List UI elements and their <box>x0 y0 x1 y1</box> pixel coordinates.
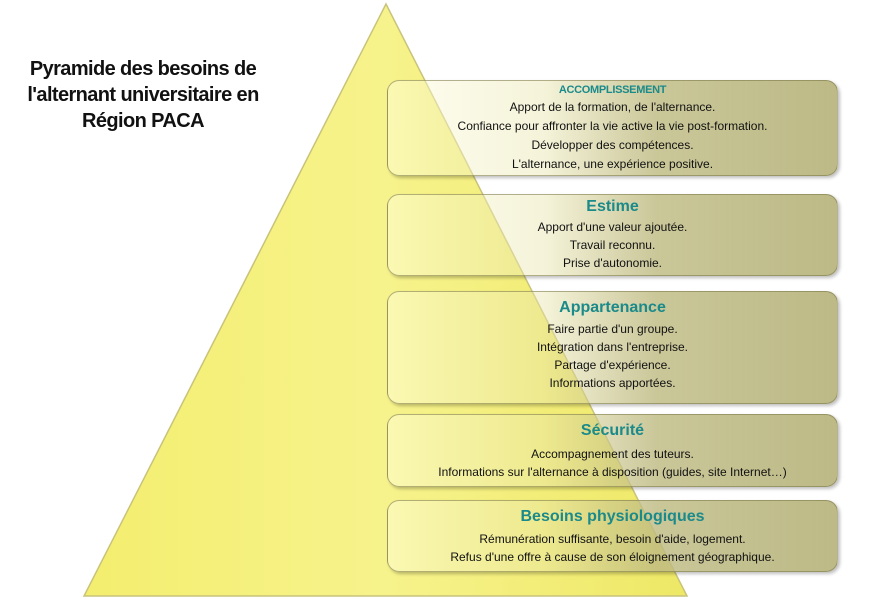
level-text: Confiance pour affronter la vie active l… <box>457 119 768 133</box>
level-heading: Sécurité <box>580 422 645 439</box>
title-line-3: Région PACA <box>82 110 205 132</box>
level-heading: Estime <box>586 198 639 215</box>
page-title: Pyramide des besoins de l'alternant univ… <box>8 56 278 134</box>
level-text: Prise d'autonomie. <box>562 256 662 270</box>
level-text: Partage d'expérience. <box>554 358 671 372</box>
level-text: Rémunération suffisante, besoin d'aide, … <box>479 532 746 546</box>
level-appartenance: Appartenance Faire partie d'un groupe. I… <box>387 291 838 404</box>
level-heading: ACCOMPLISSEMENT <box>558 84 667 96</box>
level-text: Apport de la formation, de l'alternance. <box>509 100 716 114</box>
level-text: Informations sur l'alternance à disposit… <box>438 465 787 479</box>
level-text: Informations apportées. <box>549 376 676 390</box>
level-securite: Sécurité Accompagnement des tuteurs. Inf… <box>387 414 838 487</box>
level-accomplissement: ACCOMPLISSEMENT Apport de la formation, … <box>387 80 838 176</box>
level-text: Apport d'une valeur ajoutée. <box>537 220 688 234</box>
level-heading: Appartenance <box>559 299 666 316</box>
level-heading: Besoins physiologiques <box>520 508 705 525</box>
title-line-2: l'alternant universitaire en <box>27 84 259 106</box>
level-text: Développer des compétences. <box>531 138 694 152</box>
title-line-1: Pyramide des besoins de <box>29 58 257 80</box>
level-estime: Estime Apport d'une valeur ajoutée. Trav… <box>387 194 838 276</box>
level-text: Refus d'une offre à cause de son éloigne… <box>450 550 775 564</box>
level-text: Accompagnement des tuteurs. <box>531 447 694 461</box>
level-text: L'alternance, une expérience positive. <box>511 157 714 171</box>
level-text: Intégration dans l'entreprise. <box>536 340 689 354</box>
level-text: Faire partie d'un groupe. <box>547 322 678 336</box>
level-text: Travail reconnu. <box>569 238 656 252</box>
level-besoins-physiologiques: Besoins physiologiques Rémunération suff… <box>387 500 838 572</box>
